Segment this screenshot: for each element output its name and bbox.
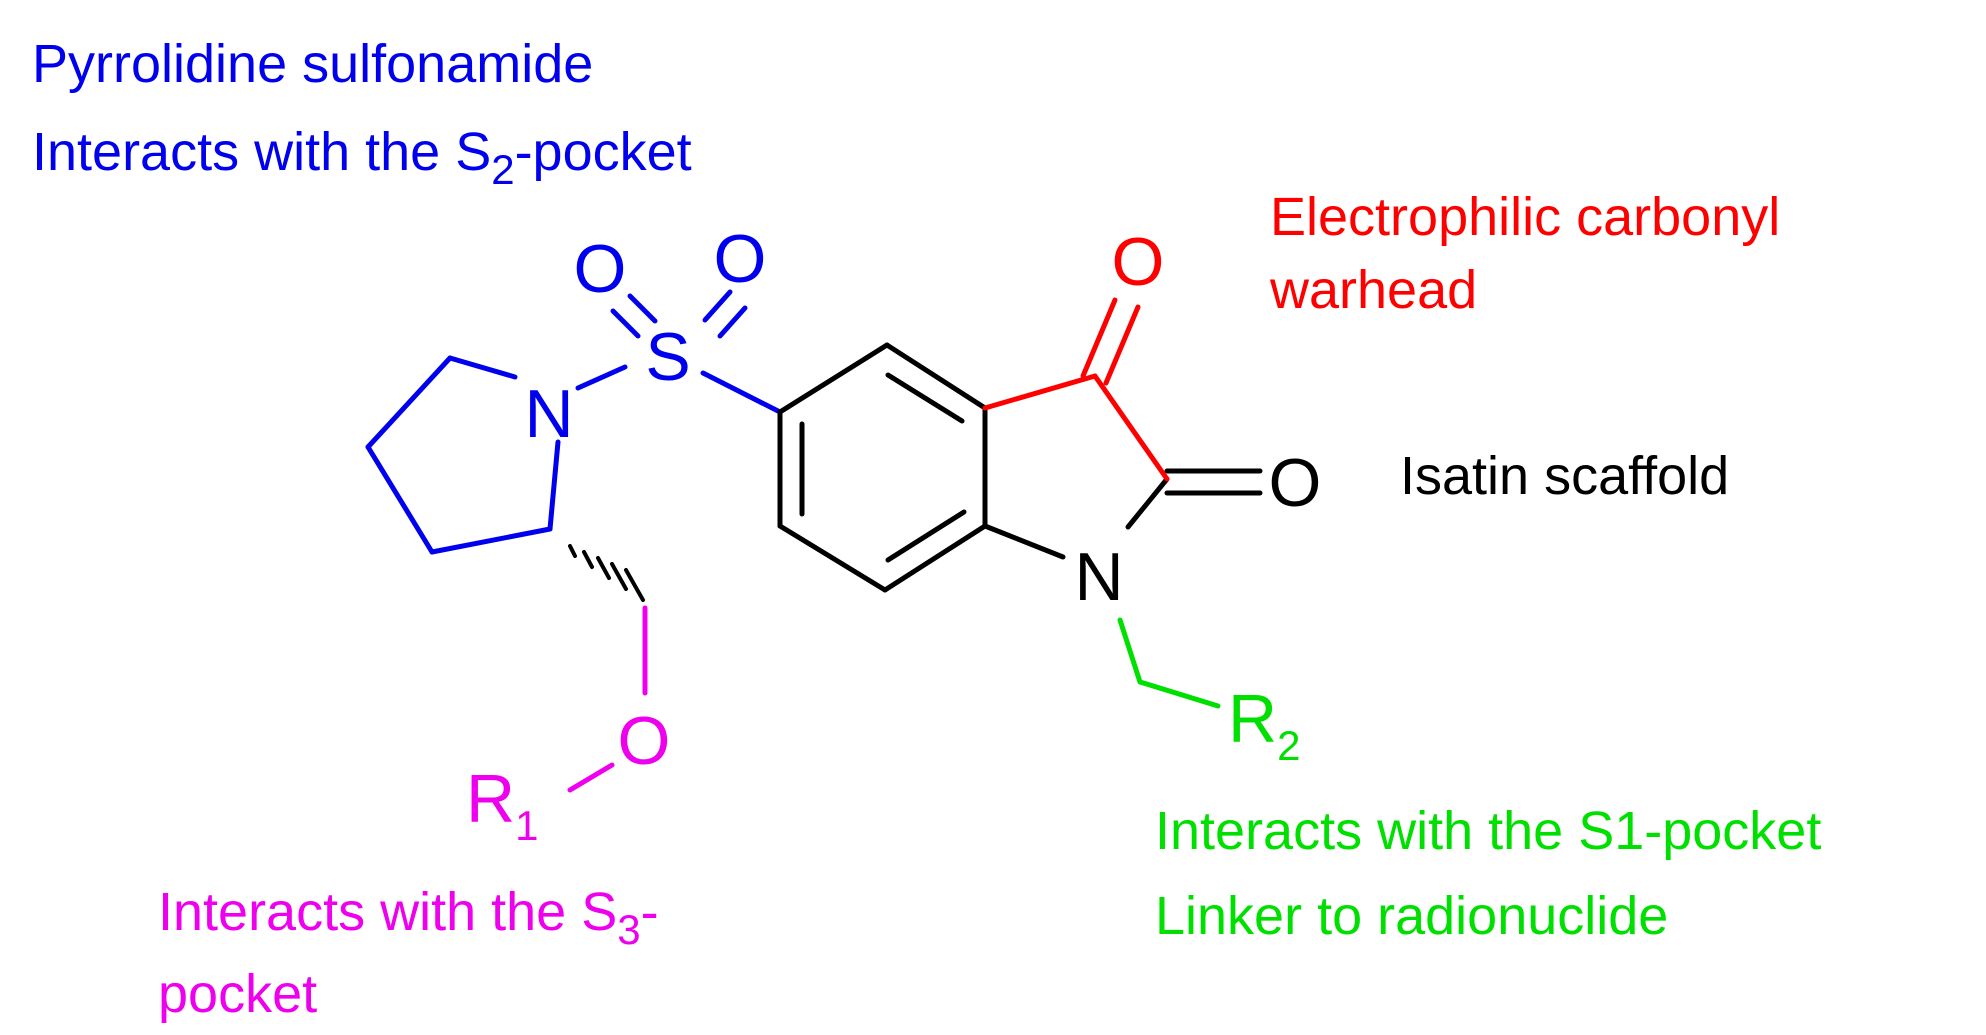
s3-pocket-label-line2: pocket xyxy=(158,964,317,1024)
isatin-scaffold-label: Isatin scaffold xyxy=(1400,446,1729,506)
warhead-label-line1: Electrophilic carbonyl xyxy=(1270,187,1780,247)
pyrrolidine-title: Pyrrolidine sulfonamide xyxy=(32,34,593,94)
sulfur-atom: S xyxy=(645,319,690,395)
s3-pocket-label-line1: Interacts with the S3- xyxy=(158,882,659,953)
pyrrolidine-description: Interacts with the S2-pocket xyxy=(32,122,692,193)
warhead-bonds xyxy=(982,297,1170,482)
ether-oxygen: O xyxy=(618,703,671,779)
s1-pocket-label: Interacts with the S1-pocket xyxy=(1155,801,1821,861)
sulfonyl-oxygen-right: O xyxy=(714,221,767,297)
r2-group: R2 xyxy=(1228,681,1300,769)
r2-linker-bonds xyxy=(1117,617,1221,709)
sulfonyl-oxygen-left: O xyxy=(574,231,627,307)
pyrrolidine-nitrogen: N xyxy=(524,376,573,452)
pyrrolidine-bonds xyxy=(365,289,783,555)
isatin-nitrogen: N xyxy=(1074,539,1123,615)
ether-bonds xyxy=(567,544,648,793)
radionuclide-linker-label: Linker to radionuclide xyxy=(1155,886,1668,946)
ketone-oxygen: O xyxy=(1112,224,1165,300)
warhead-label-line2: warhead xyxy=(1269,260,1477,320)
hashed-wedge-bond xyxy=(568,544,645,602)
amide-oxygen: O xyxy=(1269,445,1322,521)
benzene-ring-bonds xyxy=(777,342,1263,593)
r1-group: R1 xyxy=(466,761,538,849)
